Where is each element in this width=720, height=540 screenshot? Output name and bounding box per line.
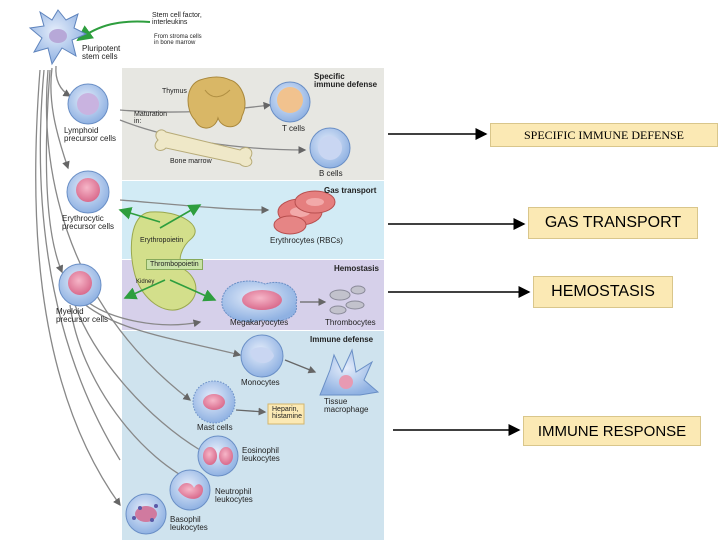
maturation-label: Maturation in: — [134, 111, 168, 126]
thymus-label: Thymus — [162, 88, 187, 95]
kidney-label: Kidney — [136, 279, 155, 285]
callout-immune-response: IMMUNE RESPONSE — [523, 416, 701, 446]
callout-gas-transport: GAS TRANSPORT — [528, 207, 698, 239]
mast-cells-label: Mast cells — [197, 423, 233, 432]
bone-marrow-label: Bone marrow — [170, 158, 212, 165]
neutrophil-icon — [169, 469, 211, 511]
bone-icon — [154, 129, 253, 167]
thymus-icon — [187, 76, 246, 129]
basophil-label: Basophil leukocytes — [170, 515, 208, 533]
erythrocytes-label: Erythrocytes (RBCs) — [270, 236, 343, 245]
stroma-note-label: From stroma cells in bone marrow — [154, 34, 202, 47]
callout-hemostasis: HEMOSTASIS — [533, 276, 673, 308]
heparin-histamine-box — [267, 403, 305, 425]
callout-specific-immune-defense: SPECIFIC IMMUNE DEFENSE — [490, 123, 718, 147]
megakaryocyte-icon — [221, 280, 298, 323]
erythrocytic-precursor-cell-icon — [66, 170, 110, 214]
mast-cell-icon — [192, 380, 236, 424]
t-cells-label: T cells — [282, 124, 305, 133]
eosinophil-label: Eosinophil leukocytes — [242, 446, 280, 464]
myeloid-label: Myeloid precursor cells — [56, 307, 109, 325]
myeloid-precursor-cell-icon — [58, 263, 102, 307]
monocyte-icon — [240, 334, 284, 378]
lymphoid-precursor-cell-icon — [67, 83, 109, 125]
thrombopoietin-label: Thrombopoietin — [146, 259, 203, 271]
lymphoid-label: Lymphoid precursor cells — [64, 126, 117, 144]
monocytes-label: Monocytes — [241, 378, 280, 387]
erythrocytic-label: Erythrocytic precursor cells — [62, 214, 115, 232]
gas-transport-header: Gas transport — [324, 186, 377, 195]
tissue-macrophage-icon — [319, 348, 380, 396]
eosinophil-icon — [197, 435, 239, 477]
stem-cell-factor-label: Stem cell factor, interleukins — [152, 12, 202, 27]
tissue-macrophage-label: Tissue macrophage — [324, 397, 369, 415]
thrombocytes-icon — [329, 285, 366, 315]
hemostasis-header: Hemostasis — [334, 264, 379, 273]
neutrophil-label: Neutrophil leukocytes — [215, 487, 253, 505]
pluripotent-label: Pluripotent stem cells — [82, 44, 121, 62]
megakaryocytes-label: Megakaryocytes — [230, 318, 289, 327]
b-cell-icon — [309, 127, 351, 169]
erythropoietin-label: Erythropoietin — [140, 237, 184, 244]
basophil-icon — [125, 493, 167, 535]
specific-immune-defense-header: Specific immune defense — [314, 72, 378, 90]
immune-defense-header: Immune defense — [310, 335, 374, 344]
t-cell-icon — [269, 81, 311, 123]
heparin-histamine-label: Heparin, histamine — [272, 406, 302, 421]
b-cells-label: B cells — [319, 169, 343, 178]
thrombocytes-label: Thrombocytes — [325, 318, 376, 327]
erythrocytes-icon — [273, 190, 336, 235]
